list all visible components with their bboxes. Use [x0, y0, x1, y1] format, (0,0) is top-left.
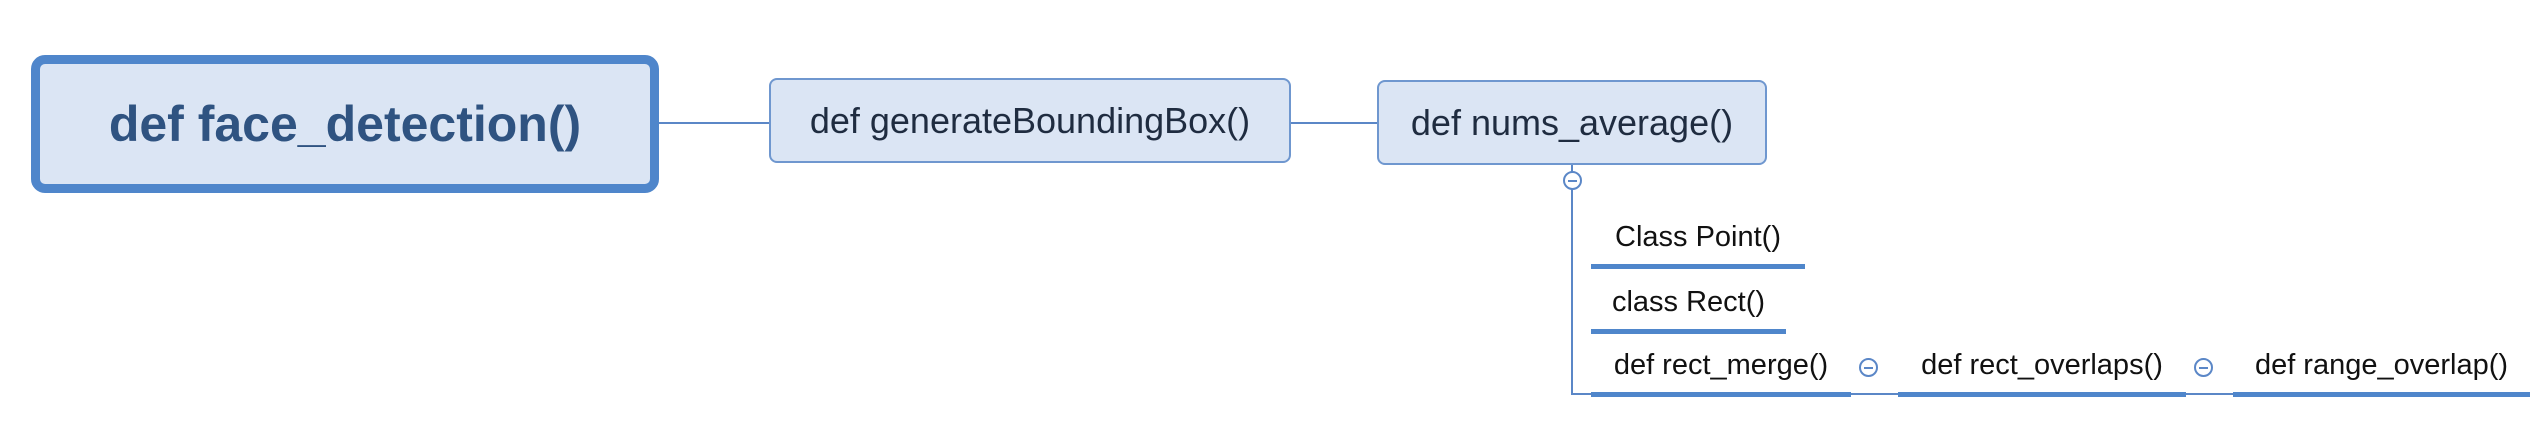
topic-nums-average[interactable]: def nums_average()	[1377, 80, 1767, 165]
connector-average-collapse	[1571, 165, 1573, 173]
collapse-circle-icon[interactable]	[1563, 171, 1582, 190]
root-topic-label: def face_detection()	[108, 96, 582, 152]
subtopic-class-point[interactable]: Class Point()	[1591, 211, 1805, 269]
topic-label: def generateBoundingBox()	[809, 99, 1251, 141]
subtopic-class-rect[interactable]: class Rect()	[1591, 276, 1786, 334]
subtopic-label: def range_overlap()	[2254, 349, 2509, 381]
subtopic-rect-overlaps[interactable]: def rect_overlaps()	[1898, 339, 2186, 397]
connector-overlaps-range	[2186, 393, 2233, 395]
connector-to-rect-merge	[1571, 393, 1591, 395]
subtopic-label: class Rect()	[1611, 286, 1766, 318]
collapse-circle-icon[interactable]	[2194, 358, 2213, 377]
root-topic[interactable]: def face_detection()	[31, 55, 659, 193]
connector-vertical-branch	[1571, 188, 1573, 395]
connector-root-generate	[659, 122, 769, 124]
topic-generate-bounding-box[interactable]: def generateBoundingBox()	[769, 78, 1291, 163]
subtopic-range-overlap[interactable]: def range_overlap()	[2233, 339, 2530, 397]
connector-generate-average	[1291, 122, 1377, 124]
subtopic-rect-merge[interactable]: def rect_merge()	[1591, 339, 1851, 397]
subtopic-label: Class Point()	[1615, 221, 1781, 253]
subtopic-label: def rect_overlaps()	[1921, 349, 2163, 381]
topic-label: def nums_average()	[1410, 101, 1734, 143]
subtopic-label: def rect_merge()	[1613, 349, 1829, 381]
connector-merge-overlaps	[1851, 393, 1898, 395]
collapse-circle-icon[interactable]	[1859, 358, 1878, 377]
